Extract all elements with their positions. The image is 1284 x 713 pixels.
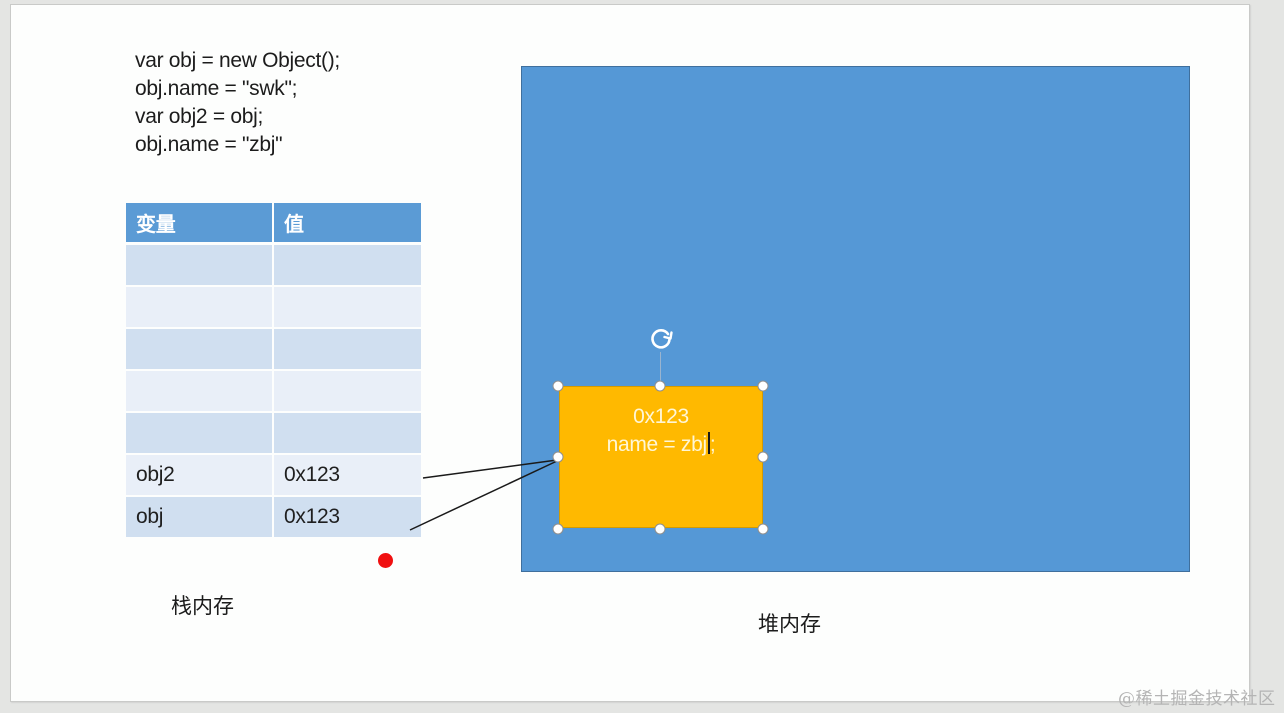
heap-memory-label: 堆内存 xyxy=(758,613,821,636)
cell-variable: obj2 xyxy=(126,455,272,495)
cell-value: 0x123 xyxy=(274,455,421,495)
table-row-obj[interactable]: obj 0x123 xyxy=(126,497,421,537)
resize-handle-top[interactable] xyxy=(654,380,666,392)
cell-variable xyxy=(126,413,272,453)
header-variable: 变量 xyxy=(126,203,272,242)
cell-value xyxy=(274,287,421,327)
header-value: 值 xyxy=(274,203,421,242)
heap-object-shape[interactable]: 0x123 name = zbj; xyxy=(559,386,763,528)
object-property[interactable]: name = zbj xyxy=(606,433,708,456)
code-line-2: obj.name = "swk"; xyxy=(135,77,298,100)
rotate-handle-icon[interactable] xyxy=(647,324,675,352)
resize-handle-right[interactable] xyxy=(757,451,769,463)
cell-variable xyxy=(126,329,272,369)
cell-value xyxy=(274,245,421,285)
laser-pointer-dot xyxy=(378,553,393,568)
code-line-3: var obj2 = obj; xyxy=(135,105,264,128)
rotation-stem xyxy=(660,352,661,382)
cell-variable xyxy=(126,371,272,411)
code-line-4: obj.name = "zbj" xyxy=(135,133,283,156)
cell-value xyxy=(274,329,421,369)
cell-variable: obj xyxy=(126,497,272,537)
text-cursor xyxy=(707,432,710,454)
stack-memory-label: 栈内存 xyxy=(171,595,234,618)
resize-handle-top-left[interactable] xyxy=(552,380,564,392)
cell-variable xyxy=(126,287,272,327)
code-snippet[interactable]: var obj = new Object(); obj.name = "swk"… xyxy=(135,47,340,159)
cell-value xyxy=(274,371,421,411)
table-row[interactable] xyxy=(126,245,421,285)
table-row[interactable] xyxy=(126,329,421,369)
code-line-1: var obj = new Object(); xyxy=(135,49,340,72)
object-trailing: ; xyxy=(709,433,716,456)
cell-value: 0x123 xyxy=(274,497,421,537)
resize-handle-bottom-left[interactable] xyxy=(552,523,564,535)
stack-memory-table[interactable]: 变量 值 obj2 0x123 obj 0x123 xyxy=(126,203,421,539)
table-header-row: 变量 值 xyxy=(126,203,421,242)
resize-handle-bottom-right[interactable] xyxy=(757,523,769,535)
table-row[interactable] xyxy=(126,287,421,327)
table-row[interactable] xyxy=(126,413,421,453)
object-address: 0x123 xyxy=(633,405,689,428)
cell-value xyxy=(274,413,421,453)
cell-variable xyxy=(126,245,272,285)
watermark: @稀土掘金技术社区 xyxy=(1118,689,1276,709)
table-row[interactable] xyxy=(126,371,421,411)
resize-handle-bottom[interactable] xyxy=(654,523,666,535)
resize-handle-left[interactable] xyxy=(552,451,564,463)
table-row-obj2[interactable]: obj2 0x123 xyxy=(126,455,421,495)
resize-handle-top-right[interactable] xyxy=(757,380,769,392)
